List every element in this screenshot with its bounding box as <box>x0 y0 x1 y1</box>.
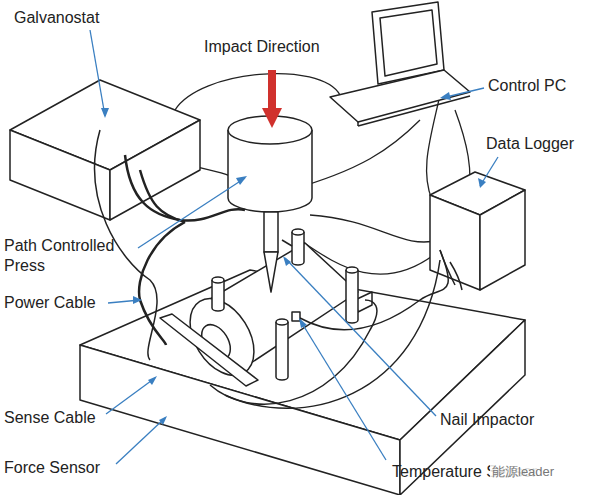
callout-label: Control PC <box>488 76 566 96</box>
callout-label: Nail Impactor <box>440 410 534 430</box>
callout-label: Sense Cable <box>4 408 96 428</box>
watermark: 能源leader <box>490 462 556 482</box>
callout-label: Data Logger <box>486 134 574 154</box>
callout-label: Impact Direction <box>204 37 320 57</box>
callout-label: Path Controlled Press <box>4 236 136 276</box>
callout-label: Power Cable <box>4 293 96 313</box>
callout-label: Force Sensor <box>4 458 100 478</box>
callout-label: Galvanostat <box>14 8 99 28</box>
